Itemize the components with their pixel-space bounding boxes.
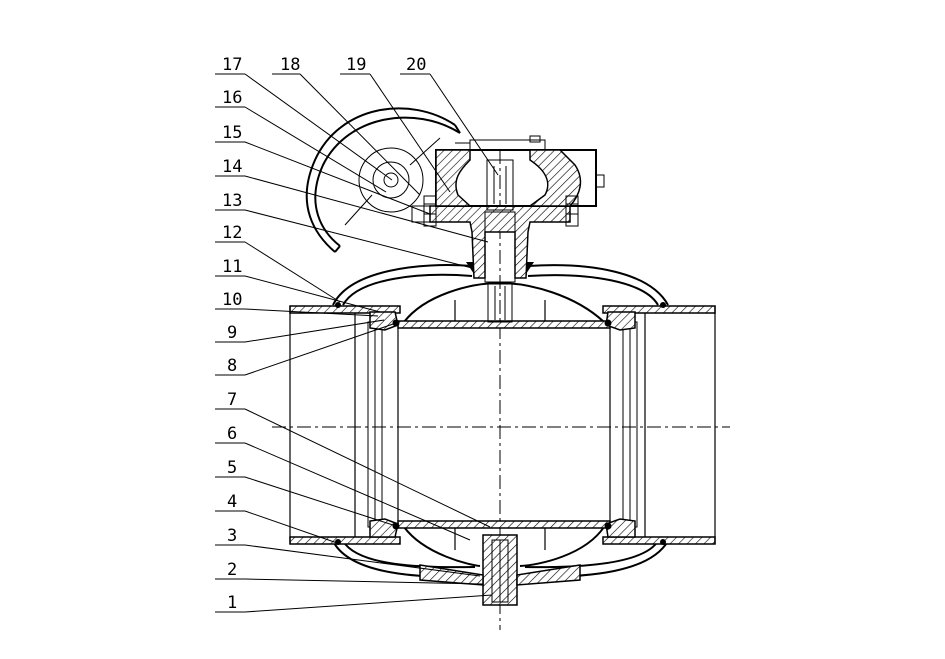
label-8: 8	[227, 356, 237, 376]
label-11: 11	[222, 257, 242, 277]
label-13: 13	[222, 191, 242, 211]
label-1: 1	[227, 593, 237, 613]
gearbox	[411, 135, 605, 227]
label-5: 5	[227, 458, 237, 478]
body-shell	[332, 264, 669, 579]
label-7: 7	[227, 390, 237, 410]
upper-stem	[429, 205, 571, 323]
label-14: 14	[222, 157, 242, 177]
label-15: 15	[222, 123, 242, 143]
ball	[397, 281, 611, 567]
label-2: 2	[227, 560, 237, 580]
label-6: 6	[227, 424, 237, 444]
right-pipe-end	[602, 305, 716, 545]
label-20: 20	[406, 55, 426, 75]
label-12: 12	[222, 223, 242, 243]
left-pipe-end	[289, 305, 401, 545]
part-labels: 17 16 15 14 13 12 11 10 9 8 7 6 5 4 3 2 …	[222, 55, 426, 613]
lower-trunnion	[419, 534, 581, 606]
bore	[397, 328, 611, 521]
label-9: 9	[227, 323, 237, 343]
label-19: 19	[346, 55, 366, 75]
leader-lines	[215, 73, 499, 613]
label-16: 16	[222, 88, 242, 108]
handwheel	[305, 107, 461, 253]
label-4: 4	[227, 492, 237, 512]
label-18: 18	[280, 55, 300, 75]
label-10: 10	[222, 290, 242, 310]
label-17: 17	[222, 55, 242, 75]
label-3: 3	[227, 526, 237, 546]
